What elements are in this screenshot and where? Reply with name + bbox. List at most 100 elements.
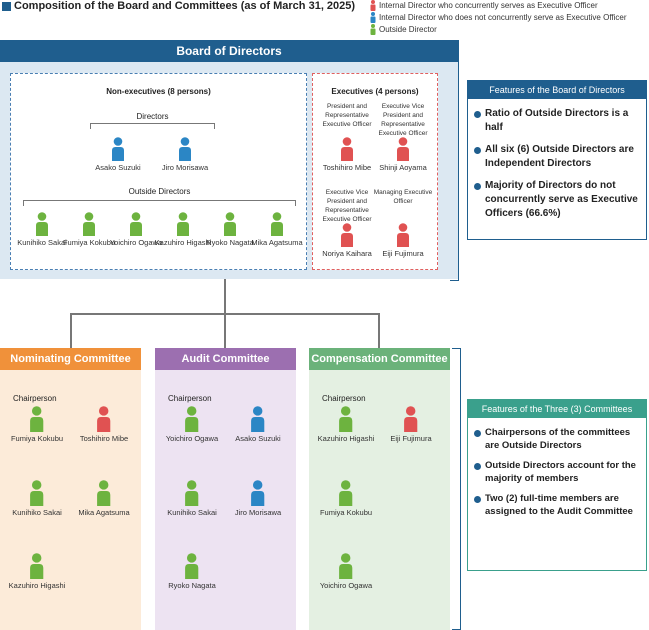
committee-feature-item: Two (2) full-time members are assigned t… <box>474 492 640 518</box>
committee-feature-item: Outside Directors account for the majori… <box>474 459 640 485</box>
person-name: Fumiya Kokubu <box>10 434 64 444</box>
person: Kunihiko Sakai <box>0 212 87 247</box>
board-header: Board of Directors <box>0 40 458 62</box>
person: Mika Agatsuma <box>59 480 149 517</box>
legend-outside: Outside Director <box>370 24 437 35</box>
person-name: Mika Agatsuma <box>78 508 130 518</box>
person-name: Shinji Aoyama <box>379 163 427 172</box>
person-green-icon <box>97 480 111 507</box>
person-name: Kazuhiro Higashi <box>8 581 66 591</box>
executive-role: Executive Vice President and Representat… <box>322 189 372 223</box>
person-name: Fumiya Kokubu <box>319 508 373 518</box>
legend-outside-label: Outside Director <box>379 25 437 34</box>
committee-header: Audit Committee <box>155 348 296 370</box>
person-green-icon <box>30 553 44 580</box>
person: Jiro Morisawa <box>140 137 230 172</box>
person-green-icon <box>339 480 353 507</box>
person-red-icon <box>404 406 418 433</box>
executive-role: Executive Vice President and Representat… <box>378 103 428 137</box>
board-features-box: Features of the Board of Directors Ratio… <box>467 80 647 240</box>
committee-features-box: Features of the Three (3) Committees Cha… <box>467 399 647 571</box>
person-name: Kunihiko Sakai <box>17 238 67 247</box>
person-green-icon <box>185 480 199 507</box>
person-red-icon <box>370 0 376 11</box>
person-name: Toshihiro Mibe <box>79 434 129 444</box>
person-green-icon <box>224 212 236 236</box>
person: Kunihiko Sakai <box>147 480 237 517</box>
executives-title: Executives (4 persons) <box>331 87 419 96</box>
person-name: Yoichiro Ogawa <box>319 581 373 591</box>
person-green-icon <box>30 480 44 507</box>
person: Asako Suzuki <box>213 406 303 443</box>
non-executives-title: Non-executives (8 persons) <box>106 87 211 96</box>
connector-trunk <box>224 279 226 314</box>
chairperson-label: Chairperson <box>322 394 366 403</box>
board-feature-item: Ratio of Outside Directors is a half <box>474 107 640 135</box>
legend-internal-label: Internal Director who does not concurren… <box>379 13 627 22</box>
person-green-icon <box>130 212 142 236</box>
person: Eiji Fujimura <box>366 406 456 443</box>
page-title: Composition of the Board and Committees … <box>14 0 356 12</box>
person: Asako Suzuki <box>73 137 163 172</box>
person-name: Asako Suzuki <box>95 163 141 172</box>
person: Ryoko Nagata <box>185 212 275 247</box>
committee-header: Nominating Committee <box>0 348 141 370</box>
title-marker <box>2 2 11 11</box>
person: Kazuhiro Higashi <box>138 212 228 247</box>
committee-panel <box>155 370 296 630</box>
person: Yoichiro Ogawa <box>91 212 181 247</box>
legend-exec: Internal Director who concurrently serve… <box>370 0 598 11</box>
connector-nominating <box>70 313 72 348</box>
chairperson-label: Chairperson <box>168 394 212 403</box>
executive-role: President and Representative Executive O… <box>322 103 372 128</box>
board-features-list: Ratio of Outside Directors is a half All… <box>468 99 646 221</box>
person: Toshihiro Mibe <box>302 137 392 172</box>
person-name: Yoichiro Ogawa <box>165 434 219 444</box>
board-features-header: Features of the Board of Directors <box>468 81 646 99</box>
person: Yoichiro Ogawa <box>147 406 237 443</box>
non-executives-box <box>10 73 307 270</box>
person: Fumiya Kokubu <box>0 406 82 443</box>
executive-role: Managing Executive Officer <box>373 189 433 205</box>
committee-features-bracket <box>452 348 461 630</box>
person-green-icon <box>370 24 376 35</box>
person-green-icon <box>36 212 48 236</box>
executives-box <box>312 73 438 270</box>
person-green-icon <box>185 553 199 580</box>
person-name: Mika Agatsuma <box>251 238 303 247</box>
person: Ryoko Nagata <box>147 553 237 590</box>
person-green-icon <box>177 212 189 236</box>
person-blue-icon <box>112 137 124 161</box>
person-red-icon <box>341 137 353 161</box>
person-green-icon <box>271 212 283 236</box>
committee-features-list: Chairpersons of the committees are Outsi… <box>468 418 646 518</box>
board-feature-item: All six (6) Outside Directors are Indepe… <box>474 143 640 171</box>
person-green-icon <box>185 406 199 433</box>
directors-bracket <box>90 123 215 129</box>
person-name: Eiji Fujimura <box>382 249 424 258</box>
person: Kazuhiro Higashi <box>0 553 82 590</box>
person-blue-icon <box>179 137 191 161</box>
person: Eiji Fujimura <box>358 223 448 258</box>
person-name: Jiro Morisawa <box>234 508 282 518</box>
person-green-icon <box>339 406 353 433</box>
person: Shinji Aoyama <box>358 137 448 172</box>
committee-header: Compensation Committee <box>309 348 450 370</box>
person: Kazuhiro Higashi <box>301 406 391 443</box>
person-name: Ryoko Nagata <box>168 581 216 591</box>
committee-panel <box>0 370 141 630</box>
person: Kunihiko Sakai <box>0 480 82 517</box>
connector-audit <box>224 313 226 348</box>
person-blue-icon <box>251 480 265 507</box>
committee-panel <box>309 370 450 630</box>
outside-directors-bracket <box>23 200 296 206</box>
person: Mika Agatsuma <box>232 212 322 247</box>
person: Jiro Morisawa <box>213 480 303 517</box>
person-name: Kunihiko Sakai <box>167 508 217 518</box>
person-green-icon <box>30 406 44 433</box>
person-red-icon <box>341 223 353 247</box>
person-red-icon <box>397 137 409 161</box>
person-name: Noriya Kaihara <box>322 249 372 258</box>
board-features-bracket <box>450 40 459 281</box>
chairperson-label: Chairperson <box>13 394 57 403</box>
